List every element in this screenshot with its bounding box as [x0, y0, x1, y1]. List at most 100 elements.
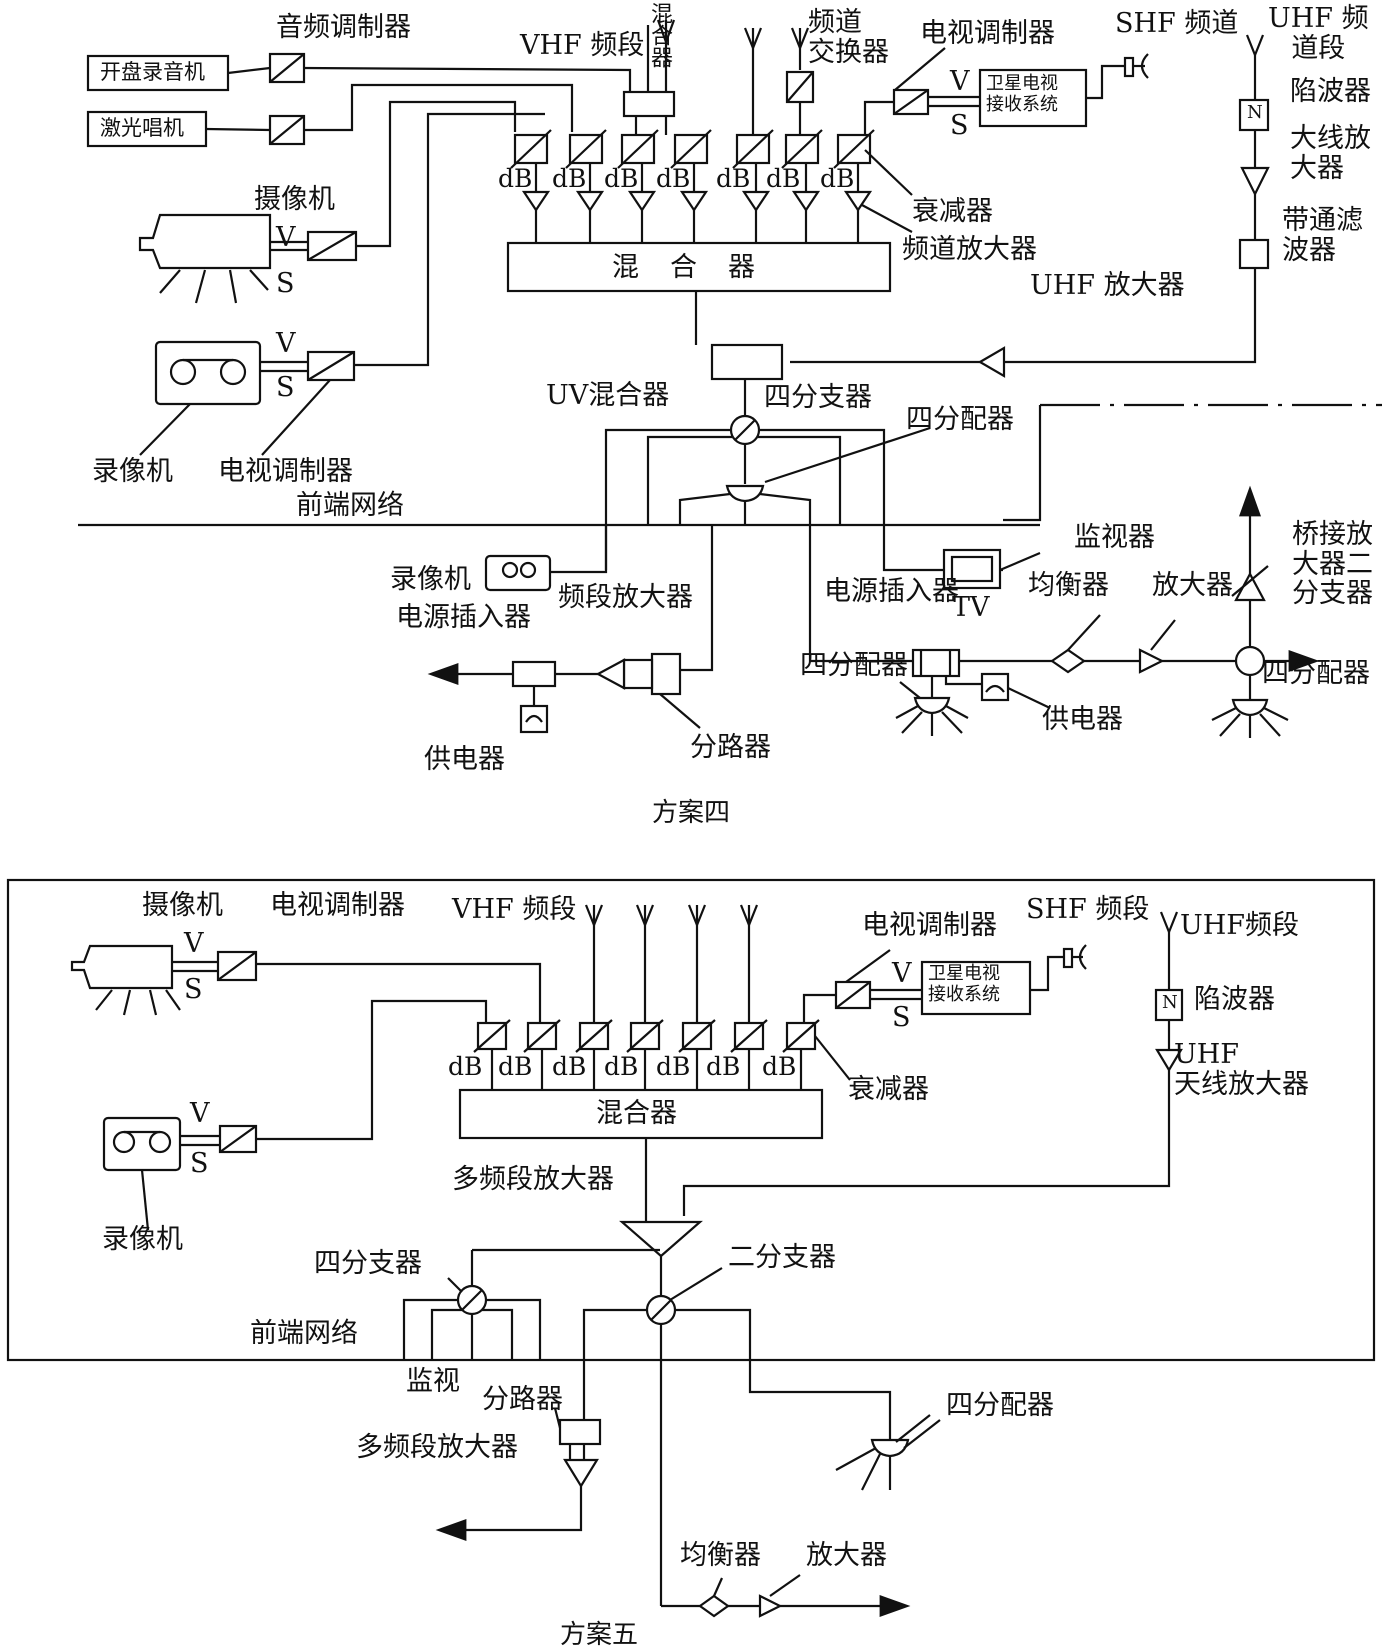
headend5-label: 前端网络 [250, 1318, 358, 1349]
equalizer5-icon [698, 1594, 730, 1618]
trap-label: 陷波器 [1290, 76, 1371, 107]
db-label: dB [706, 1052, 741, 1081]
mixer-small-box [622, 90, 676, 118]
uhf-channel-band-label: UHF 频 道段 [1268, 3, 1369, 64]
uhf5-antenna-amp-icon [1155, 1048, 1183, 1073]
vhf-band-label: VHF 频段 [520, 30, 645, 61]
equalizer5-label: 均衡器 [680, 1540, 761, 1571]
monitor5-label: 监视 [406, 1366, 460, 1397]
attenuator-label: 衰减器 [912, 196, 993, 227]
band-amp-label: 频段放大器 [558, 582, 693, 613]
vcr-icon [154, 340, 262, 406]
satellite-system-label: 卫星电视 接收系统 [986, 73, 1058, 115]
four-split5-icon [870, 1438, 910, 1458]
db-label: dB [656, 1052, 691, 1081]
v-label-sat: V [950, 66, 970, 97]
uhf-amp-icon [977, 346, 1006, 378]
v-label-vcr5: V [190, 1098, 210, 1129]
camera5-label: 摄像机 [142, 890, 223, 921]
satellite5-system-box [920, 960, 1032, 1016]
vcr2-label: 录像机 [390, 564, 471, 595]
power-supply2-icon [980, 672, 1010, 702]
splitter-icon [650, 652, 682, 696]
scheme4-diagram [78, 19, 1382, 738]
multiband-amp2-icon [563, 1458, 599, 1489]
four-split-icon [725, 484, 765, 503]
vcr-label: 录像机 [92, 456, 173, 487]
multiband-amp-icon [619, 1220, 703, 1258]
four-split3-label: 四分配器 [1262, 658, 1370, 689]
tv-modulator-label: 电视调制器 [218, 456, 353, 487]
db-label: dB [552, 164, 587, 193]
band-amp-icon [595, 658, 626, 690]
antenna-amp-label: 大线放 大器 [1290, 123, 1371, 184]
db-label: dB [604, 1052, 639, 1081]
s-label-vcr5: S [190, 1148, 209, 1179]
attenuator-row [510, 129, 875, 169]
db-label: dB [552, 1052, 587, 1081]
dish-icon [1123, 53, 1149, 79]
uv-mixer-label: UV混合器 [546, 380, 670, 411]
v-label-vcr: V [276, 328, 296, 359]
mixer-label: 混 合 器 [612, 252, 757, 283]
scheme5-diagram [6, 878, 1376, 1618]
audio-modulator-label: 音频调制器 [276, 12, 411, 43]
channel-amp-label: 频道放大器 [902, 234, 1037, 265]
vcr5-icon [102, 1116, 182, 1172]
satellite-system-box [978, 68, 1088, 128]
trap-n-label: N [1247, 102, 1263, 123]
reel-recorder-label: 开盘录音机 [100, 60, 205, 84]
four-tap-label: 四分支器 [764, 382, 872, 413]
amplifier-label: 放大器 [1152, 570, 1233, 601]
mixer-small-label: 混合器 [647, 2, 672, 68]
equalizer-icon [1050, 648, 1086, 674]
db-label: dB [766, 164, 801, 193]
headend-label: 前端网络 [296, 490, 404, 521]
db-label: dB [448, 1052, 483, 1081]
mixer-box [506, 241, 892, 293]
s-label-cam: S [276, 268, 295, 299]
db-label: dB [498, 1052, 533, 1081]
power-inserter2-icon [511, 660, 557, 688]
v-label-cam5: V [184, 928, 204, 959]
antenna-amp-icon [1240, 166, 1270, 197]
four-split2-icon [1231, 698, 1269, 717]
laser-player-label: 激光唱机 [100, 116, 184, 140]
amplifier5-icon [758, 1594, 783, 1618]
uhf-band5-label: UHF频段 [1180, 910, 1300, 941]
bandpass-label: 带通滤 波器 [1282, 205, 1363, 266]
shf-channel-label: SHF 频道 [1115, 8, 1239, 39]
db-label: dB [716, 164, 751, 193]
splitter5-icon [558, 1418, 602, 1446]
amplifier-icon [1138, 648, 1165, 674]
splitter-label: 分路器 [690, 732, 771, 763]
dish5-icon [1062, 944, 1087, 970]
s-label-vcr: S [276, 372, 295, 403]
laser-player-box [86, 110, 208, 148]
attenuator5-label: 衰减器 [848, 1074, 929, 1105]
vcr2-icon [484, 554, 552, 592]
equalizer-label: 均衡器 [1028, 570, 1109, 601]
scheme5-caption: 方案五 [560, 1620, 639, 1650]
power-supply-label: 供电器 [424, 744, 505, 775]
channel-amp-row [521, 163, 873, 243]
db-label: dB [656, 164, 691, 193]
four-tap5-label: 四分支器 [314, 1248, 422, 1279]
power-inserter-label: 电源插入器 [824, 576, 959, 607]
trap-icon [1238, 98, 1270, 132]
attenuator5-row [473, 1019, 820, 1053]
satellite5-system-label: 卫星电视 接收系统 [928, 963, 1000, 1005]
splitter5-label: 分路器 [482, 1384, 563, 1415]
camera-icon [138, 213, 272, 304]
db-label: dB [604, 164, 639, 193]
s-label-cam5: S [184, 974, 203, 1005]
audio-modulator-icon [268, 52, 306, 146]
reel-recorder-box [86, 54, 230, 92]
db-label: dB [498, 164, 533, 193]
power-supply-icon [519, 704, 549, 734]
trap5-n-label: N [1162, 992, 1178, 1013]
mixer5-label: 混合器 [596, 1098, 677, 1129]
tv-modulator5-label: 电视调制器 [270, 890, 405, 921]
scheme5-headend-frame [6, 878, 1376, 1362]
